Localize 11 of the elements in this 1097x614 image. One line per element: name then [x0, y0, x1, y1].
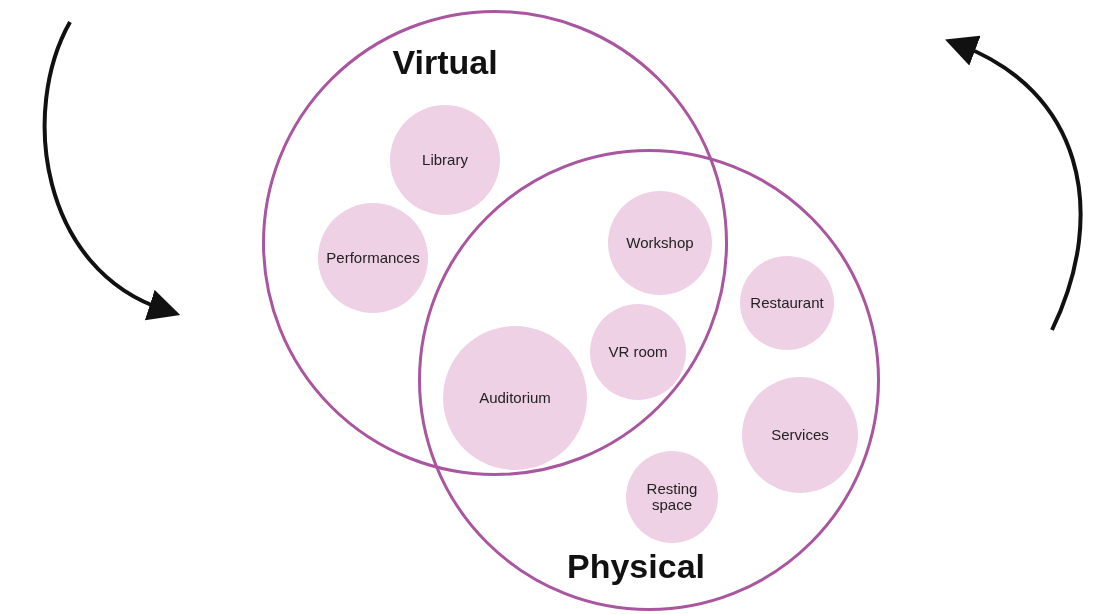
room-label: Auditorium — [478, 390, 552, 406]
room-label: Workshop — [625, 235, 695, 251]
room-label: Library — [421, 152, 469, 168]
room-label: Resting space — [645, 481, 699, 513]
room-label: Restaurant — [749, 295, 825, 311]
room-label: Performances — [325, 250, 421, 266]
set-title: Virtual — [392, 43, 498, 82]
room-label: Services — [770, 427, 830, 443]
set-title: Physical — [567, 547, 705, 586]
room-circle — [590, 304, 686, 400]
room-label: VR room — [607, 344, 669, 360]
